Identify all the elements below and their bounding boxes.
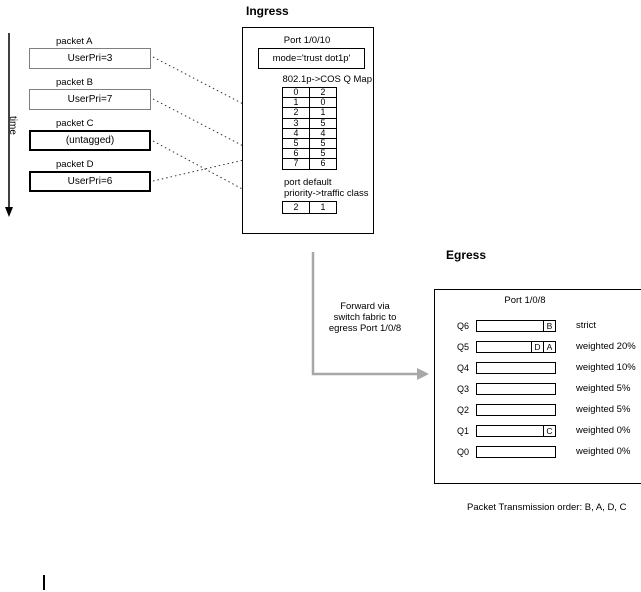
map-cell: 6 [309,158,337,170]
map-cell: 5 [309,117,337,129]
packet-b-box: UserPri=7 [29,89,151,110]
cursor-mark [43,575,45,590]
queue-q0-label: Q0 [457,447,470,457]
transmission-order-note: Packet Transmission order: B, A, D, C [467,502,627,513]
packet-c-label: packet C [56,118,94,129]
packet-a-box: UserPri=3 [29,48,151,69]
packet-b-value: UserPri=7 [67,94,113,105]
queue-q6-bar: B [476,320,556,332]
queue-q4-policy: weighted 10% [576,362,636,373]
cos-map-row: 2 1 [282,107,337,119]
map-cell: 0 [282,86,310,99]
cos-map-row: 1 0 [282,97,337,109]
cos-map-row: 3 5 [282,117,337,129]
ingress-title: Ingress [246,4,289,18]
default-cell: 2 [282,201,310,214]
map-cell: 1 [309,107,337,119]
map-cell: 4 [282,127,310,139]
map-cell: 5 [309,148,337,160]
queue-q3-label: Q3 [457,384,470,394]
queue-q2-policy: weighted 5% [576,404,631,415]
packet-d-box: UserPri=6 [29,171,151,192]
map-cell: 3 [282,117,310,129]
map-cell: 6 [282,148,310,160]
queue-q1-bar: C [476,425,556,437]
queue-q5-bar: D A [476,341,556,353]
packet-a-value: UserPri=3 [67,53,113,64]
queue-q1-packet: C [543,425,556,437]
cos-map-table: 0 2 1 0 2 1 3 5 4 4 5 5 6 5 7 6 [282,86,337,170]
ingress-port-title: Port 1/0/10 [283,35,331,46]
map-cell: 7 [282,158,310,170]
queue-q1-label: Q1 [457,426,470,436]
queue-q0-policy: weighted 0% [576,446,631,457]
queue-q3-bar [476,383,556,395]
queue-q6-label: Q6 [457,321,470,331]
map-cell: 1 [282,97,310,109]
port-default-label-line2: priority->traffic class [284,187,369,199]
queue-q6-packet: B [543,320,556,332]
map-cell: 5 [282,137,310,150]
port-default-label: port default priority->traffic class [284,177,369,199]
cos-map-row: 4 4 [282,127,337,139]
fabric-note: Forward via switch fabric to egress Port… [315,301,415,334]
queue-q1-policy: weighted 0% [576,425,631,436]
map-cell: 5 [309,137,337,150]
fabric-note-line1: Forward via [340,301,390,312]
packet-a-label: packet A [56,36,93,47]
ingress-mode-box: mode='trust dot1p' [258,48,365,69]
switch-fabric-arrow [311,252,429,380]
map-cell: 2 [282,107,310,119]
time-arrow [5,33,13,217]
fabric-note-line2: switch fabric to [333,312,397,323]
port-default-table: 2 1 [282,201,337,214]
queue-q2-bar [476,404,556,416]
packet-c-box: (untagged) [29,130,151,151]
map-cell: 2 [309,86,337,99]
egress-title: Egress [446,248,487,262]
time-axis-label: time [6,116,18,135]
cos-map-row: 7 6 [282,158,337,170]
packet-d-value: UserPri=6 [67,176,113,187]
queue-q0-bar [476,446,556,458]
default-cell: 1 [309,201,337,214]
cos-map-row: 5 5 [282,137,337,150]
port-default-label-line1: port default [284,177,332,188]
queue-q4-label: Q4 [457,363,470,373]
fabric-note-line3: egress Port 1/0/8 [328,323,402,334]
map-cell: 4 [309,127,337,139]
queue-q5-packet-right: A [543,341,556,353]
egress-port-title: Port 1/0/8 [504,295,546,306]
queue-q5-label: Q5 [457,342,470,352]
cos-map-title: 802.1p->COS Q Map [282,74,372,85]
port-default-row: 2 1 [282,201,337,214]
packet-d-label: packet D [56,159,94,170]
packet-c-value: (untagged) [65,135,115,146]
queue-q4-bar [476,362,556,374]
map-cell: 0 [309,97,337,109]
queue-q5-policy: weighted 20% [576,341,636,352]
ingress-mode-text: mode='trust dot1p' [272,53,351,64]
queue-q6-policy: strict [576,320,597,331]
queue-q2-label: Q2 [457,405,470,415]
queue-q3-policy: weighted 5% [576,383,631,394]
cos-map-row: 6 5 [282,148,337,160]
packet-b-label: packet B [56,77,93,88]
cos-map-row: 0 2 [282,86,337,99]
